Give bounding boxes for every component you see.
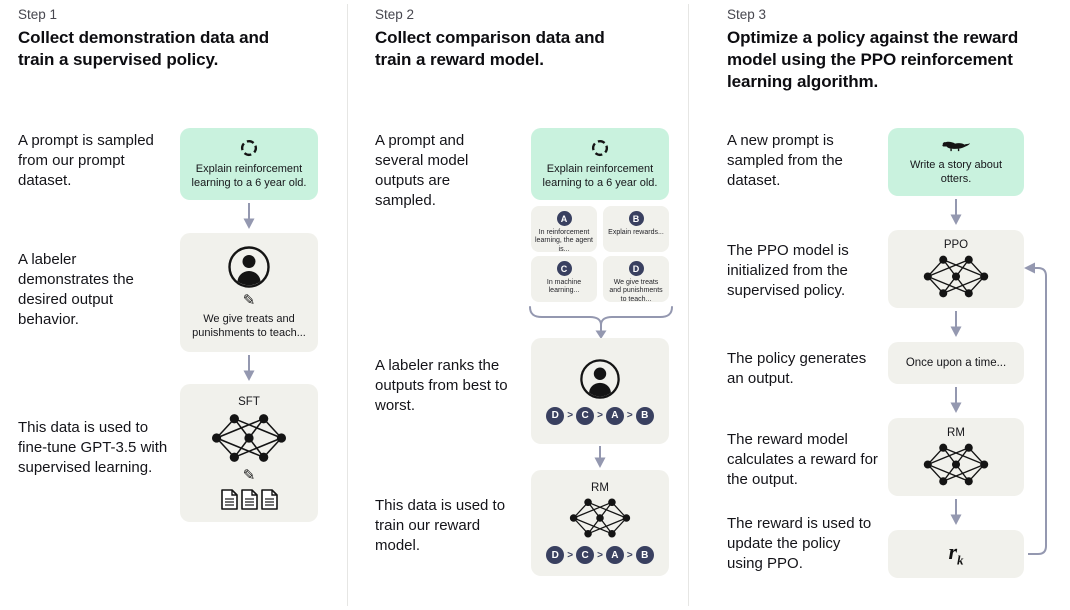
output-card-a: A In reinforcement learning, the agent i… (531, 206, 597, 252)
output-card-text: Explain rewards... (608, 229, 664, 236)
pencil-icon: ✎ (242, 291, 256, 309)
arrow-down-icon (950, 199, 962, 225)
rank-chip: D (546, 406, 565, 425)
step2-caption-prompt: A prompt and several model outputs are s… (375, 132, 469, 209)
output-card-b: B Explain rewards... (603, 206, 669, 252)
step3-caption-reward: The reward model calculates a reward for… (727, 431, 878, 488)
output-card-d: D We give treats and punishments to teac… (603, 256, 669, 302)
refresh-icon (592, 139, 608, 156)
neural-network-icon (923, 255, 989, 297)
arrow-down-icon (950, 311, 962, 337)
ranking-row: D > C > A > B (546, 546, 654, 564)
output-letter-badge: D (628, 261, 644, 276)
rank-chip: B (635, 546, 654, 564)
arrow-down-icon (243, 203, 255, 229)
output-card-c: C In machine learning... (531, 256, 597, 302)
ranking-row: D > C > A > B (546, 406, 654, 425)
output-card-text: In machine learning... (546, 279, 582, 295)
step3-rm-box: RM (888, 418, 1024, 496)
rank-chip: D (546, 546, 565, 564)
step1-prompt-box: Explain reinforcement learning to a 6 ye… (180, 128, 318, 200)
rank-separator: > (626, 410, 633, 421)
step3-caption-output: The policy generates an output. (727, 350, 867, 387)
step1-caption-data: This data is used to fine-tune GPT-3.5 w… (18, 419, 168, 476)
step3-label: Step 3 (727, 7, 767, 22)
step2-label: Step 2 (375, 7, 415, 22)
rank-chip: A (605, 406, 624, 425)
step3-output-text: Once upon a time... (905, 356, 1007, 369)
step1-prompt-text: Explain reinforcement learning to a 6 ye… (191, 162, 307, 189)
step1-labeler-text: We give treats and punishments to teach.… (192, 312, 306, 339)
brace-merge-arrow-icon (529, 306, 673, 339)
arrow-down-icon (594, 446, 606, 468)
rank-chip: B (635, 406, 654, 425)
output-card-text: We give treats and punishments to teach.… (609, 279, 663, 302)
step1-caption-prompt: A prompt is sampled from our prompt data… (18, 132, 154, 189)
step3-reward-box: rk (888, 530, 1024, 578)
step3-caption-prompt: A new prompt is sampled from the dataset… (727, 132, 843, 189)
document-icon (220, 489, 238, 510)
arrow-down-icon (950, 499, 962, 525)
rank-chip: A (605, 546, 624, 564)
rank-chip: C (576, 546, 595, 564)
output-card-text: In reinforcement learning, the agent is.… (535, 229, 593, 252)
ppo-label: PPO (943, 238, 969, 251)
output-letter-badge: B (628, 211, 644, 226)
step1-labeler-box: ✎ We give treats and punishments to teac… (180, 233, 318, 352)
reward-symbol: r (948, 539, 958, 565)
step2-caption-data: This data is used to train our reward mo… (375, 497, 506, 554)
otter-icon (942, 141, 971, 151)
neural-network-icon (923, 443, 989, 485)
step2-rm-box: RM D > C > A > B (531, 470, 669, 576)
arrow-down-icon (950, 387, 962, 413)
step1-title: Collect demonstration data and train a s… (18, 28, 270, 69)
rm-label: RM (591, 482, 609, 494)
sft-label: SFT (238, 396, 260, 408)
column-divider-2 (688, 4, 689, 606)
labeler-person-icon (228, 246, 270, 288)
step3-caption-ppo: The PPO model is initialized from the su… (727, 242, 849, 299)
rank-separator: > (567, 549, 574, 561)
neural-network-icon (211, 414, 287, 462)
step3-title: Optimize a policy against the reward mod… (727, 28, 1019, 91)
step2-labeler-box: D > C > A > B (531, 338, 669, 444)
rank-separator: > (597, 410, 603, 421)
output-letter-badge: A (556, 211, 572, 226)
step3-ppo-box: PPO (888, 230, 1024, 308)
step1-sft-box: SFT ✎ (180, 384, 318, 522)
rank-separator: > (597, 549, 603, 561)
document-icon (260, 489, 278, 510)
step2-prompt-text: Explain reinforcement learning to a 6 ye… (542, 162, 658, 189)
step3-prompt-box: Write a story about otters. (888, 128, 1024, 196)
feedback-loop-arrow-icon (1024, 262, 1047, 555)
step3-caption-update: The reward is used to update the policy … (727, 515, 872, 572)
document-icon (240, 489, 258, 510)
documents-icon (220, 489, 278, 510)
arrow-down-icon (243, 355, 255, 381)
step3-output-box: Once upon a time... (888, 342, 1024, 384)
step1-caption-labeler: A labeler demonstrates the desired outpu… (18, 251, 134, 328)
rank-separator: > (567, 410, 574, 421)
rm-label: RM (947, 426, 965, 439)
neural-network-icon (569, 498, 631, 538)
step2-title: Collect comparison data and train a rewa… (375, 28, 605, 69)
column-divider-1 (347, 4, 348, 606)
labeler-person-icon (580, 358, 620, 399)
rank-separator: > (626, 549, 633, 561)
reward-value: rk (948, 539, 963, 568)
step2-caption-labeler: A labeler ranks the outputs from best to… (375, 357, 508, 414)
pencil-icon: ✎ (242, 467, 256, 484)
step2-prompt-box: Explain reinforcement learning to a 6 ye… (531, 128, 669, 200)
reward-subscript: k (957, 552, 964, 568)
refresh-icon (241, 139, 257, 156)
rank-chip: C (576, 406, 595, 425)
output-letter-badge: C (556, 261, 572, 276)
step1-label: Step 1 (18, 7, 58, 22)
step3-prompt-text: Write a story about otters. (909, 158, 1003, 185)
